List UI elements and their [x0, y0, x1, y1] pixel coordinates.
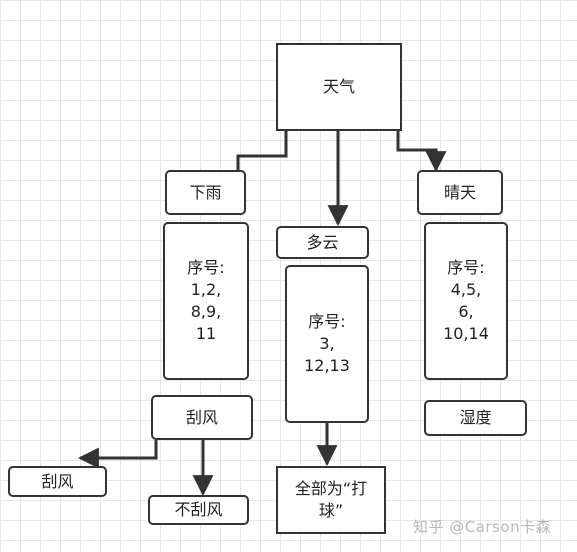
watermark: 知乎 @Carson卡森 [413, 518, 552, 536]
node-cloudy-ids-label: 序号: 3, 12,13 [304, 312, 350, 375]
node-wind-no: 不刮风 [148, 495, 249, 525]
node-sunny: 晴天 [417, 170, 503, 215]
node-sunny-ids-label: 序号: 4,5, 6, 10,14 [443, 258, 489, 343]
root-node-weather: 天气 [276, 43, 402, 131]
node-sunny-label: 晴天 [443, 182, 476, 202]
node-wind-yes: 刮风 [8, 466, 107, 497]
edge-root-rain [236, 131, 288, 170]
node-play-all: 全部为“打 球” [276, 466, 386, 534]
node-rain-ids: 序号: 1,2, 8,9, 11 [163, 222, 249, 380]
node-rain: 下雨 [165, 170, 246, 215]
node-wind-no-label: 不刮风 [174, 500, 223, 519]
node-rain-label: 下雨 [189, 182, 222, 202]
node-play-all-label: 全部为“打 球” [294, 479, 368, 520]
edge-wind-yes [77, 440, 158, 469]
node-wind-label: 刮风 [185, 407, 218, 427]
edge-root-sunny [396, 131, 447, 173]
node-wind: 刮风 [151, 395, 253, 440]
node-humidity: 湿度 [424, 400, 527, 436]
node-wind-yes-label: 刮风 [41, 471, 74, 491]
node-cloudy: 多云 [276, 226, 369, 259]
node-humidity-label: 湿度 [459, 408, 492, 427]
node-rain-ids-label: 序号: 1,2, 8,9, 11 [187, 258, 225, 343]
node-cloudy-label: 多云 [306, 232, 339, 252]
root-node-label: 天气 [322, 77, 355, 96]
node-sunny-ids: 序号: 4,5, 6, 10,14 [424, 222, 508, 380]
node-cloudy-ids: 序号: 3, 12,13 [285, 265, 369, 423]
